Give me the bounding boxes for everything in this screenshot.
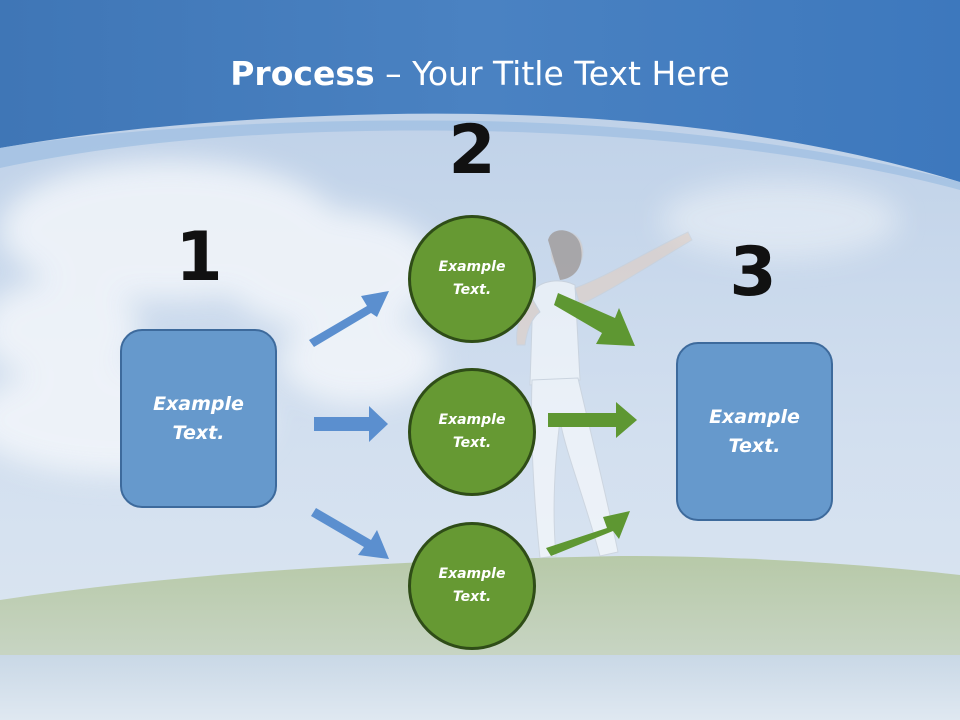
circle-middle-text: Example Text. <box>438 412 506 451</box>
arrow-blue-up <box>309 291 389 347</box>
green-arrows <box>546 293 637 556</box>
title-rest: – Your Title Text Here <box>374 54 730 93</box>
title-bold: Process <box>230 54 375 93</box>
step-2-circle-bottom: Example Text. <box>408 522 536 650</box>
step-2-circle-top: Example Text. <box>408 215 536 343</box>
step-3-text: Example Text. <box>709 405 800 457</box>
step-number-1: 1 <box>175 218 223 297</box>
arrow-blue-down <box>311 508 389 559</box>
step-number-3: 3 <box>729 233 777 312</box>
circle-top-text: Example Text. <box>438 259 506 298</box>
step-1-text: Example Text. <box>153 392 244 444</box>
step-3-box: Example Text. <box>676 342 833 521</box>
step-2-circle-middle: Example Text. <box>408 368 536 496</box>
arrow-green-up <box>546 511 630 556</box>
arrow-blue-right <box>314 406 388 442</box>
slide-title: Process – Your Title Text Here <box>0 52 960 96</box>
step-1-box: Example Text. <box>120 329 277 508</box>
arrow-green-down <box>554 293 635 346</box>
water <box>0 655 960 720</box>
arrow-green-right <box>548 402 637 438</box>
blue-arrows <box>309 291 389 559</box>
header-band <box>0 0 960 182</box>
clouds <box>0 160 900 475</box>
step-number-2: 2 <box>448 111 496 190</box>
header-swoosh <box>0 120 960 190</box>
circle-bottom-text: Example Text. <box>438 566 506 605</box>
